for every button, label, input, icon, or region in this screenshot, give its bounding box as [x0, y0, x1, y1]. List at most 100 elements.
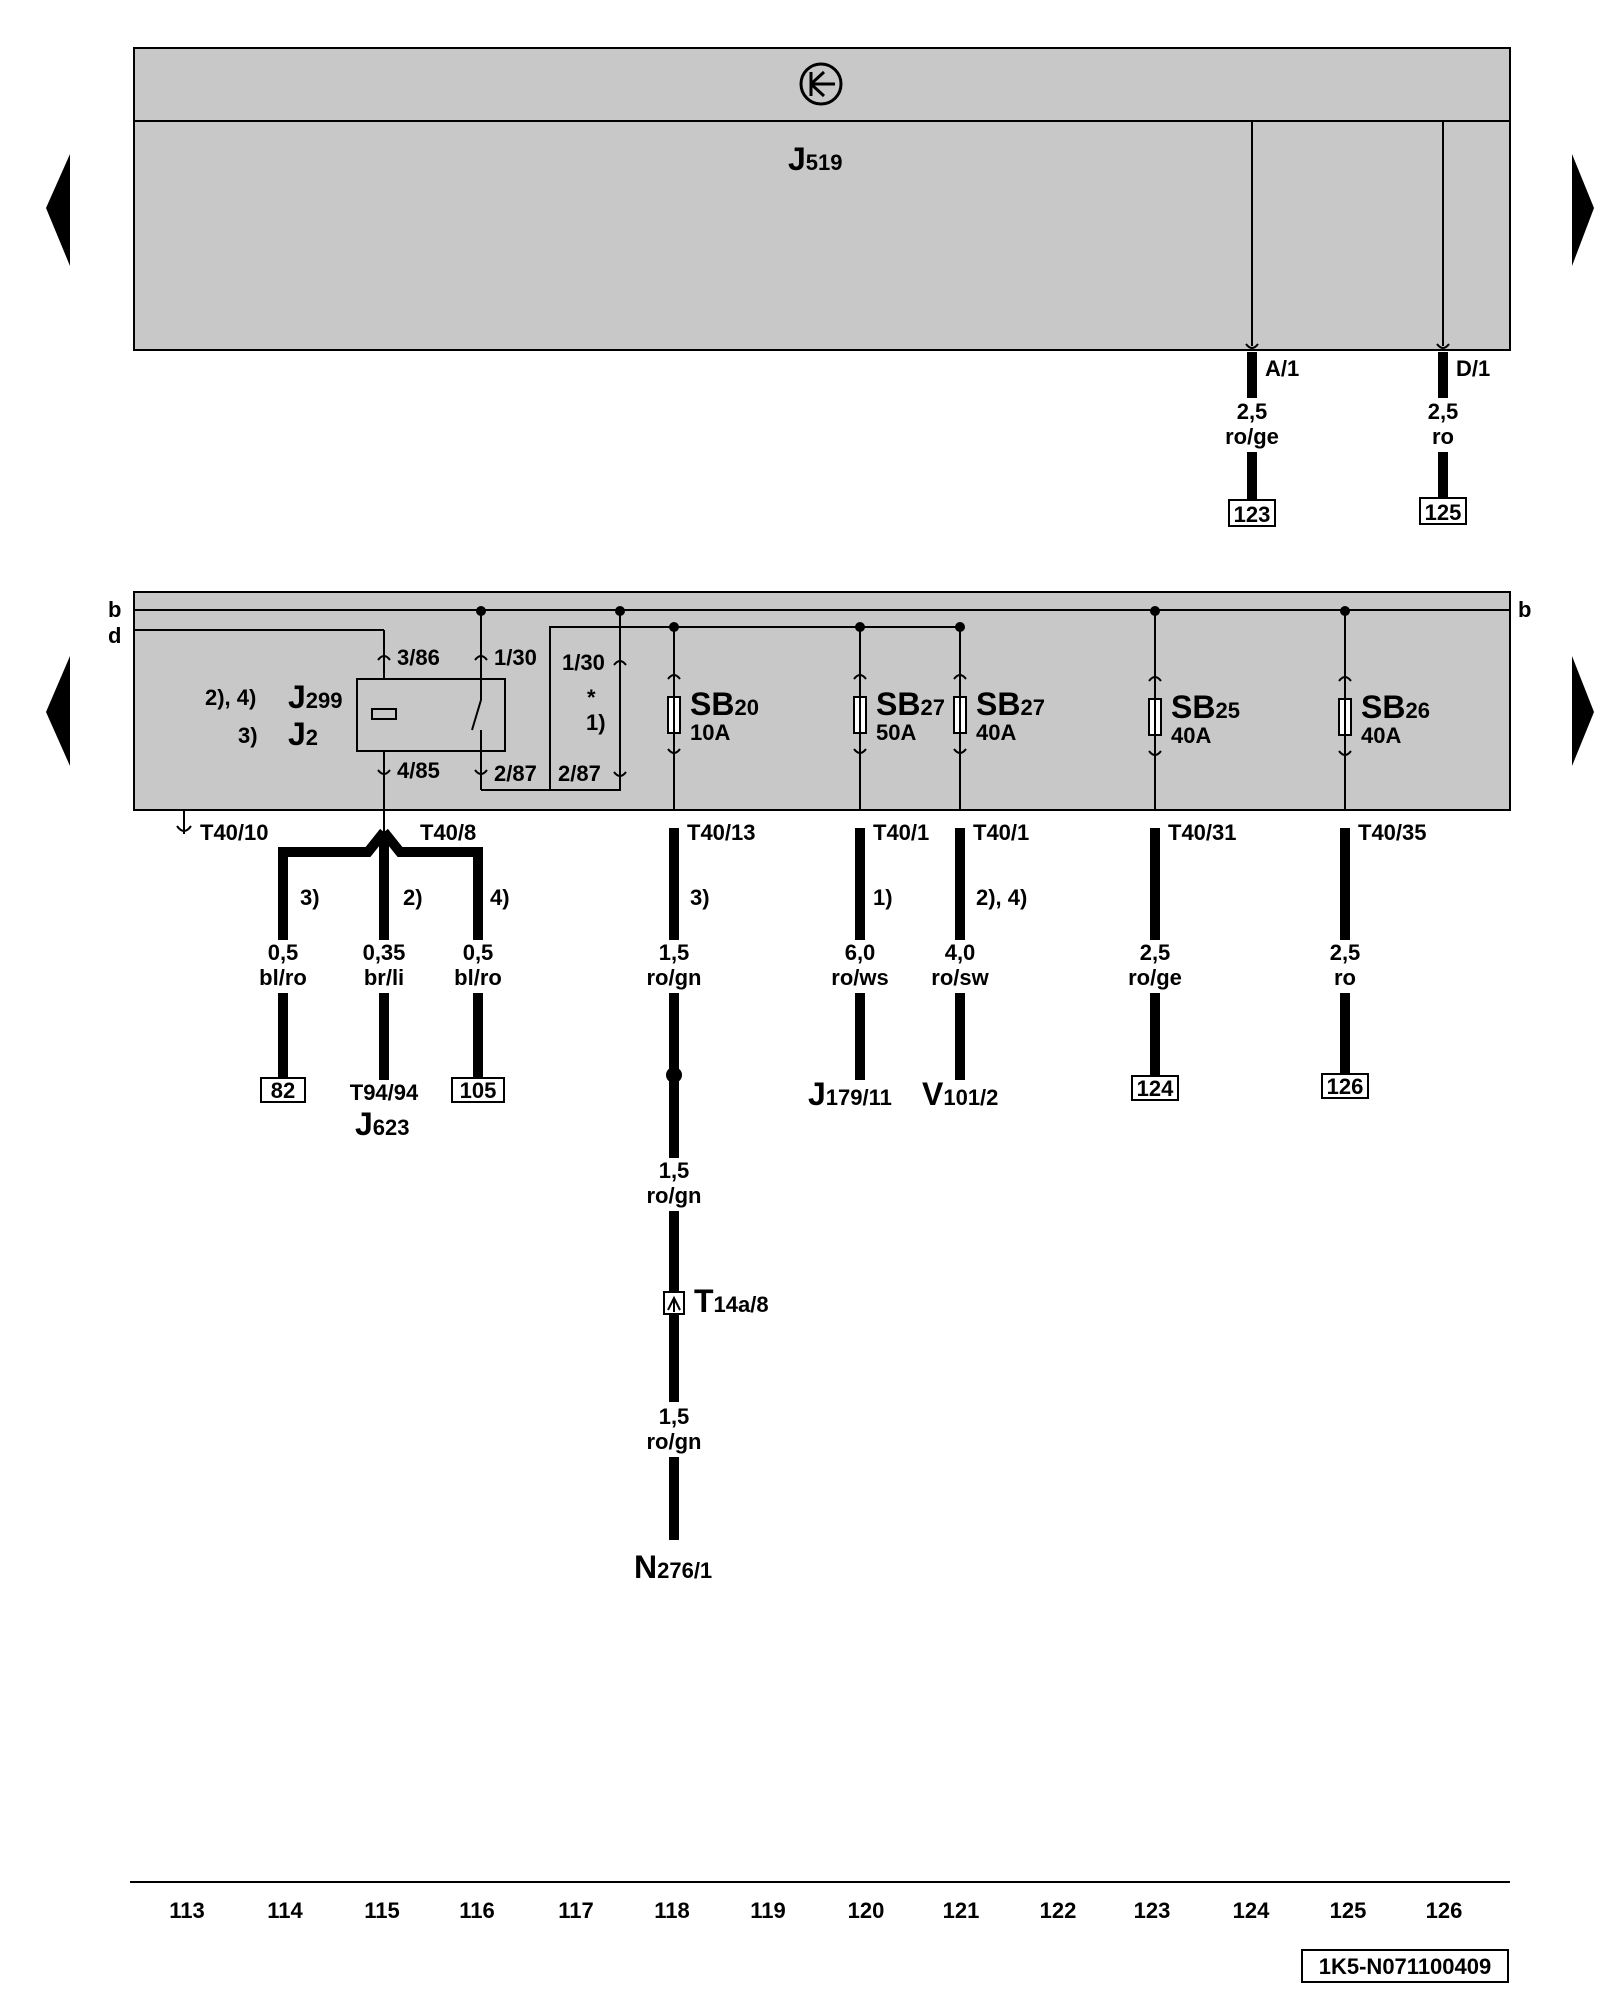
- svg-text:3/86: 3/86: [397, 645, 440, 670]
- svg-text:40A: 40A: [1171, 723, 1211, 748]
- svg-text:SB27: SB27: [876, 686, 945, 722]
- fuse-sb26: SB26 40A: [1338, 611, 1430, 810]
- svg-text:120: 120: [848, 1898, 885, 1923]
- svg-text:ro/ge: ro/ge: [1128, 965, 1182, 990]
- svg-text:122: 122: [1040, 1898, 1077, 1923]
- svg-text:126: 126: [1426, 1898, 1463, 1923]
- svg-text:3): 3): [238, 723, 258, 748]
- svg-text:1,5: 1,5: [659, 940, 690, 965]
- page-ref-126[interactable]: 126: [1327, 1074, 1364, 1099]
- prev-section-arrow[interactable]: [46, 656, 70, 766]
- svg-text:2,5: 2,5: [1140, 940, 1171, 965]
- svg-text:0,35: 0,35: [363, 940, 406, 965]
- top-output-d1: D/1 2,5 ro 125: [1419, 343, 1490, 525]
- svg-text:117: 117: [558, 1898, 594, 1923]
- svg-text:10A: 10A: [690, 720, 730, 745]
- svg-text:2,5: 2,5: [1330, 940, 1361, 965]
- svg-text:1/30: 1/30: [494, 645, 537, 670]
- fuse-sb20: SB20 10A: [667, 627, 759, 810]
- svg-text:T40/1: T40/1: [973, 820, 1029, 845]
- svg-text:2), 4): 2), 4): [976, 885, 1027, 910]
- bridge-alternative: 1/30 * 1) 2/87: [549, 611, 627, 791]
- svg-text:*: *: [587, 685, 596, 710]
- svg-text:T40/10: T40/10: [200, 820, 269, 845]
- svg-text:ro: ro: [1334, 965, 1356, 990]
- next-page-arrow[interactable]: [1572, 154, 1594, 266]
- diagram-code: 1K5-N071100409: [1319, 1954, 1491, 1979]
- svg-text:1,5: 1,5: [659, 1158, 690, 1183]
- relay-output-branches: [278, 828, 483, 940]
- svg-text:3): 3): [690, 885, 710, 910]
- top-control-unit-panel: J519: [133, 47, 1511, 351]
- prev-page-arrow[interactable]: [46, 154, 70, 266]
- svg-text:0,5: 0,5: [268, 940, 299, 965]
- svg-text:ro/sw: ro/sw: [931, 965, 989, 990]
- svg-text:ro/gn: ro/gn: [647, 1183, 702, 1208]
- svg-text:J623: J623: [355, 1106, 410, 1142]
- svg-text:113: 113: [169, 1898, 205, 1923]
- top-module-label: J519: [788, 141, 843, 177]
- svg-text:ro/ws: ro/ws: [831, 965, 888, 990]
- svg-text:50A: 50A: [876, 720, 916, 745]
- wire-82: 3) 0,5 bl/ro 82: [259, 885, 320, 1103]
- svg-text:125: 125: [1330, 1898, 1367, 1923]
- svg-text:0,5: 0,5: [463, 940, 494, 965]
- fuse-sb27-50a: SB27 50A: [853, 627, 945, 810]
- svg-text:4/85: 4/85: [397, 758, 440, 783]
- svg-text:40A: 40A: [1361, 723, 1401, 748]
- svg-text:bl/ro: bl/ro: [454, 965, 502, 990]
- svg-text:1): 1): [586, 710, 606, 735]
- svg-text:124: 124: [1233, 1898, 1270, 1923]
- svg-text:121: 121: [943, 1898, 980, 1923]
- svg-text:J299: J299: [288, 679, 343, 715]
- relay: 2), 4) 3) J299 J2 3/86 1/30 4/85 2/87: [205, 611, 550, 832]
- svg-text:T40/8: T40/8: [420, 820, 476, 845]
- svg-text:J2: J2: [288, 716, 318, 752]
- svg-text:ro/gn: ro/gn: [647, 965, 702, 990]
- page-ref-123[interactable]: 123: [1234, 502, 1271, 527]
- svg-text:N276/1: N276/1: [634, 1549, 712, 1585]
- svg-text:115: 115: [364, 1898, 400, 1923]
- panel-connectors: T40/10 T40/8 T40/13 T40/1 T40/1 T40/31 T…: [176, 810, 1427, 845]
- wire-j623: 2) 0,35 br/li T94/94 J623: [350, 885, 423, 1142]
- svg-text:ro: ro: [1432, 424, 1454, 449]
- svg-text:T14a/8: T14a/8: [694, 1283, 769, 1319]
- svg-text:SB26: SB26: [1361, 689, 1430, 725]
- next-section-arrow[interactable]: [1572, 656, 1594, 766]
- svg-text:114: 114: [267, 1898, 303, 1923]
- svg-text:T40/13: T40/13: [687, 820, 756, 845]
- page-ref-105[interactable]: 105: [460, 1078, 497, 1103]
- page-ref-124[interactable]: 124: [1137, 1076, 1174, 1101]
- svg-text:SB20: SB20: [690, 686, 759, 722]
- fuse-sb27-40a: SB27 40A: [953, 627, 1045, 810]
- wire-126: 2,5 ro 126: [1321, 828, 1369, 1099]
- svg-text:3): 3): [300, 885, 320, 910]
- svg-text:SB25: SB25: [1171, 689, 1240, 725]
- svg-text:A/1: A/1: [1265, 356, 1299, 381]
- svg-text:bl/ro: bl/ro: [259, 965, 307, 990]
- svg-text:123: 123: [1134, 1898, 1171, 1923]
- svg-text:ro/ge: ro/ge: [1225, 424, 1279, 449]
- svg-text:T40/1: T40/1: [873, 820, 929, 845]
- svg-text:2): 2): [403, 885, 423, 910]
- svg-text:T40/31: T40/31: [1168, 820, 1237, 845]
- bus-b-label-right: b: [1518, 597, 1531, 622]
- page-ref-82[interactable]: 82: [271, 1078, 295, 1103]
- wire-v101: 2), 4) 4,0 ro/sw V101/2: [922, 828, 1027, 1112]
- footer-track-numbers: 113 114 115 116 117 118 119 120 121 122 …: [169, 1898, 1462, 1923]
- svg-text:116: 116: [459, 1898, 495, 1923]
- svg-text:2/87: 2/87: [558, 761, 601, 786]
- svg-text:T40/35: T40/35: [1358, 820, 1427, 845]
- svg-text:4,0: 4,0: [945, 940, 976, 965]
- svg-text:1/30: 1/30: [562, 650, 605, 675]
- bus-b-label-left: b: [108, 597, 121, 622]
- svg-text:2), 4): 2), 4): [205, 685, 256, 710]
- fuse-sb25: SB25 40A: [1148, 611, 1240, 810]
- top-output-a1: A/1 2,5 ro/ge 123: [1225, 343, 1299, 527]
- wire-124: 2,5 ro/ge 124: [1128, 828, 1182, 1101]
- svg-text:4): 4): [490, 885, 510, 910]
- page-ref-125[interactable]: 125: [1425, 500, 1462, 525]
- svg-text:1,5: 1,5: [659, 1404, 690, 1429]
- svg-text:119: 119: [750, 1898, 786, 1923]
